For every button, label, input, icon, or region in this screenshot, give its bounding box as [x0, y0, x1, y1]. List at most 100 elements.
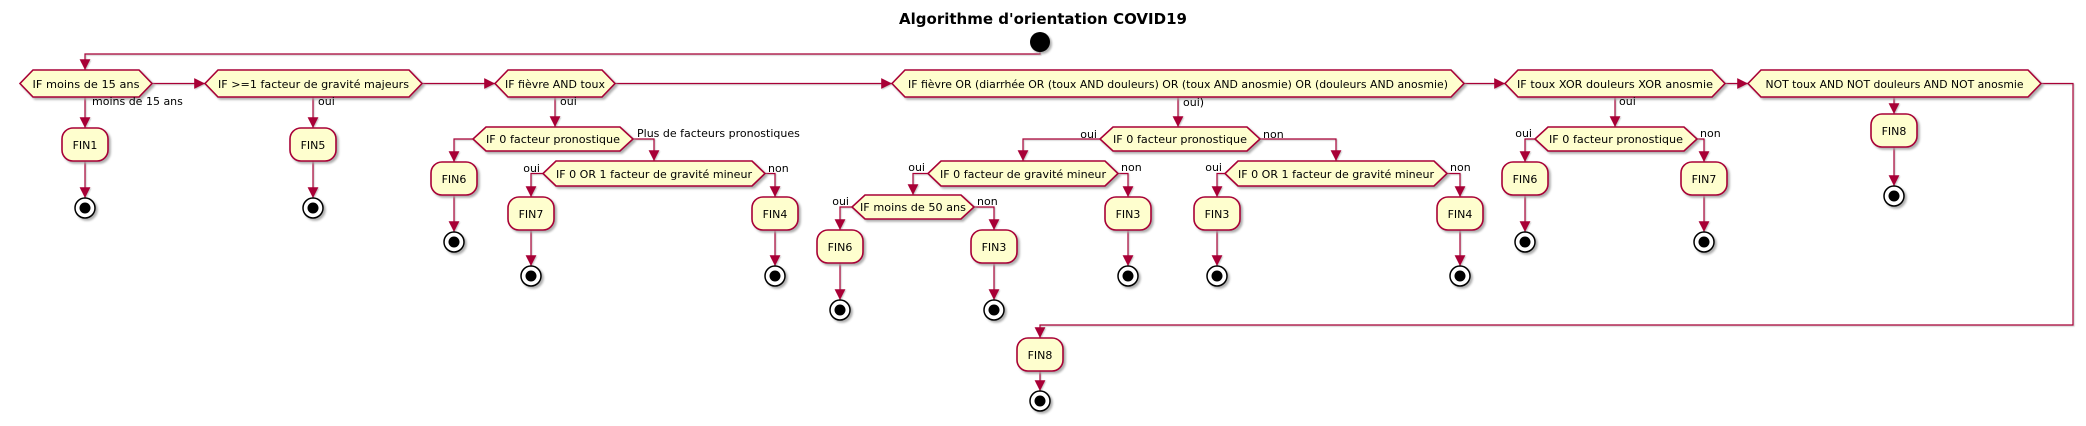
diagram-title: Algorithme d'orientation COVID19 — [899, 10, 1187, 28]
edge-pronob-mineur0 — [1017, 138, 1100, 161]
edge-mineur0-moins50 — [907, 172, 928, 195]
edge-pronoc-fin7b — [1697, 138, 1710, 162]
edge-mineurb-fin3c — [1211, 172, 1225, 197]
edge-label: oui) — [1183, 96, 1204, 109]
edge-mineurb-fin4b — [1447, 172, 1466, 197]
decision-label: IF moins de 50 ans — [860, 201, 966, 214]
decision-0-mineur — [926, 160, 1120, 187]
activity-label: FIN6 — [1513, 173, 1538, 186]
end-node — [302, 197, 324, 219]
edge-notall-else-loop — [1034, 82, 2074, 338]
edge-label: oui — [908, 161, 925, 174]
activity-label: FIN1 — [73, 139, 98, 152]
edge-moins50-fin6b — [834, 206, 852, 230]
decision-gravite-majeurs — [203, 69, 424, 98]
decision-moins-50-ans — [850, 194, 976, 220]
edge-label: non — [1121, 161, 1142, 174]
decision-label: NOT toux AND NOT douleurs AND NOT anosmi… — [1766, 78, 2024, 91]
decision-label: IF >=1 facteur de gravité majeurs — [218, 78, 409, 91]
edge-pronoa-mineura — [633, 138, 660, 161]
end-node — [1029, 390, 1051, 412]
decision-0ou1-mineur-b — [1223, 160, 1449, 187]
decision-fievre-or-long — [890, 69, 1466, 98]
activity-label: FIN3 — [1116, 208, 1141, 221]
decision-label: IF 0 OR 1 facteur de gravité mineur — [556, 168, 752, 181]
edge-label: non — [977, 195, 998, 208]
edge-pronoa-fin6a — [448, 138, 473, 162]
activity-fin6a — [430, 161, 478, 196]
activity-fin5 — [289, 127, 337, 162]
activity-fin7a — [507, 196, 555, 231]
activity-fin4a — [751, 196, 799, 231]
end-node — [764, 265, 786, 287]
edge-label: non — [1263, 128, 1284, 141]
edge-pronob-mineurb — [1260, 138, 1342, 161]
activity-label: FIN8 — [1028, 349, 1053, 362]
activity-label: FIN4 — [1448, 208, 1473, 221]
decision-0-pronostique-c — [1533, 126, 1699, 152]
decision-fievre-toux — [493, 69, 617, 98]
end-node — [829, 299, 851, 321]
activity-fin7b — [1680, 161, 1728, 196]
activity-fin3b — [970, 229, 1018, 264]
edge-pronoc-fin6c — [1519, 138, 1535, 162]
edge-label: oui — [1515, 127, 1532, 140]
end-node — [74, 197, 96, 219]
edge-label: non — [1450, 161, 1471, 174]
activity-label: FIN3 — [1205, 208, 1230, 221]
activity-label: FIN6 — [828, 241, 853, 254]
node-layer — [18, 32, 2043, 412]
edge-label: oui — [832, 195, 849, 208]
connector-layer — [79, 52, 2074, 391]
activity-label: FIN7 — [519, 208, 544, 221]
activity-label: FIN8 — [1882, 125, 1907, 138]
edge-mineur0-fin3a — [1118, 172, 1134, 197]
activity-fin3c — [1193, 196, 1241, 231]
activity-fin3a — [1104, 196, 1152, 231]
decision-label: IF fièvre AND toux — [505, 78, 605, 91]
decision-not-all — [1746, 69, 2043, 98]
end-node — [1206, 265, 1228, 287]
edge-label: oui — [560, 95, 577, 108]
activity-fin6c — [1501, 161, 1549, 196]
decision-label: IF 0 facteur pronostique — [1113, 133, 1247, 146]
activity-fin8a — [1870, 113, 1918, 148]
activity-fin8b — [1016, 337, 1064, 372]
edge-label: oui — [318, 95, 335, 108]
decision-label: IF moins de 15 ans — [33, 78, 140, 91]
decision-label: IF fièvre OR (diarrhée OR (toux AND doul… — [908, 78, 1448, 91]
edge-label: non — [1700, 127, 1721, 140]
end-node — [520, 265, 542, 287]
end-node — [1449, 265, 1471, 287]
activity-label: FIN6 — [442, 173, 467, 186]
activity-fin6b — [816, 229, 864, 264]
edge-mineura-fin4a — [765, 172, 781, 197]
end-node — [1883, 185, 1905, 207]
activity-fin4b — [1436, 196, 1484, 231]
edge-label: non — [768, 162, 789, 175]
decision-0-pronostique-a — [471, 126, 635, 152]
end-node — [1514, 231, 1536, 253]
decision-label: IF toux XOR douleurs XOR anosmie — [1517, 78, 1713, 91]
decision-0-pronostique-b — [1098, 126, 1262, 152]
edge-label: oui — [1619, 95, 1636, 108]
decision-label: IF 0 OR 1 facteur de gravité mineur — [1238, 168, 1434, 181]
decision-label: IF 0 facteur pronostique — [486, 133, 620, 146]
edge-label: oui — [1205, 161, 1222, 174]
decision-toux-xor — [1503, 69, 1727, 98]
activity-label: FIN3 — [982, 241, 1007, 254]
edge-mineura-fin7a — [525, 172, 543, 197]
start-node — [1030, 32, 1050, 52]
decision-moins-15-ans — [18, 69, 154, 98]
edge-label: Plus de facteurs pronostiques — [637, 127, 800, 140]
decision-label: IF 0 facteur pronostique — [1549, 133, 1683, 146]
activity-label: FIN5 — [301, 139, 326, 152]
end-node — [1117, 265, 1139, 287]
decision-label: IF 0 facteur de gravité mineur — [940, 168, 1106, 181]
end-node — [1693, 231, 1715, 253]
edge-label: oui — [1080, 128, 1097, 141]
activity-label: FIN4 — [763, 208, 788, 221]
end-node — [443, 231, 465, 253]
